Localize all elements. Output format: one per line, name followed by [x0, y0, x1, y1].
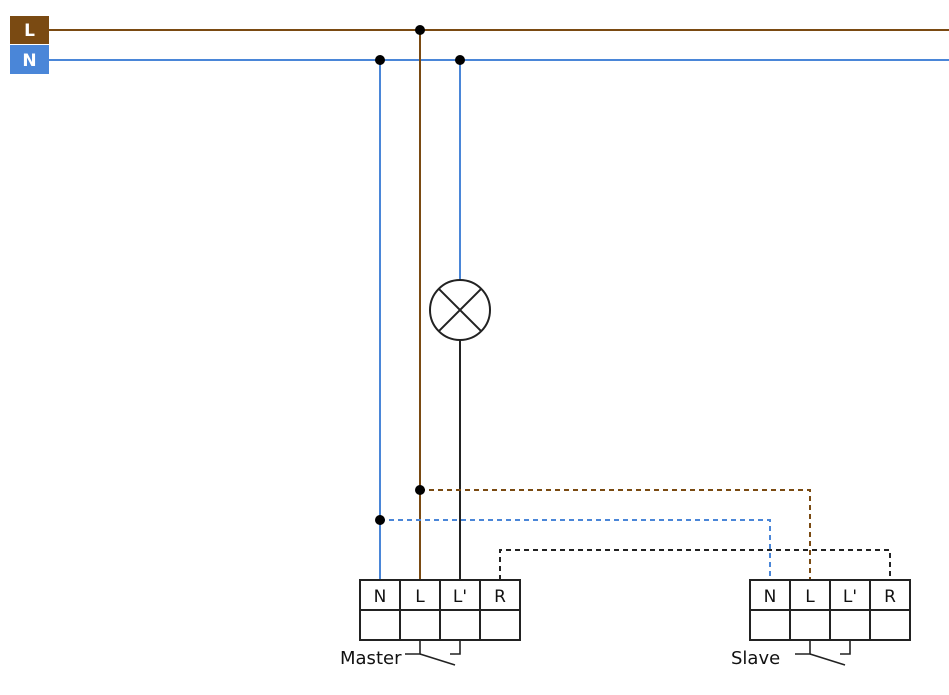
- junction-node: [375, 55, 385, 65]
- slave-terminal-n: N: [764, 587, 777, 607]
- slave-live-dashed-wire: [420, 489, 811, 580]
- master-label: Master: [340, 648, 402, 669]
- master-terminal-l-prime: L': [453, 587, 467, 607]
- switch-contact-icon: [795, 640, 851, 666]
- slave-label: Slave: [731, 648, 780, 669]
- lamp-icon: [429, 279, 491, 341]
- master-terminal-n: N: [374, 587, 387, 607]
- switch-contact-icon: [405, 640, 461, 666]
- live-bus-label-text: L: [24, 21, 35, 41]
- junction-node: [375, 515, 385, 525]
- remote-dashed-wire: [499, 549, 891, 580]
- neutral-bus-label-text: N: [22, 51, 36, 71]
- slave-neutral-dashed-wire: [380, 519, 771, 580]
- master-terminal-l: L: [415, 587, 425, 607]
- junction-node: [415, 25, 425, 35]
- junction-node: [415, 485, 425, 495]
- slave-terminal-r: R: [884, 587, 896, 607]
- master-terminal-block: N L L' R: [359, 579, 521, 641]
- slave-terminal-l-prime: L': [843, 587, 857, 607]
- slave-terminal-block: N L L' R: [749, 579, 911, 641]
- junction-node: [455, 55, 465, 65]
- slave-terminal-l: L: [805, 587, 815, 607]
- master-terminal-r: R: [494, 587, 506, 607]
- neutral-bus-label: N: [10, 45, 49, 74]
- live-bus-label: L: [10, 16, 49, 44]
